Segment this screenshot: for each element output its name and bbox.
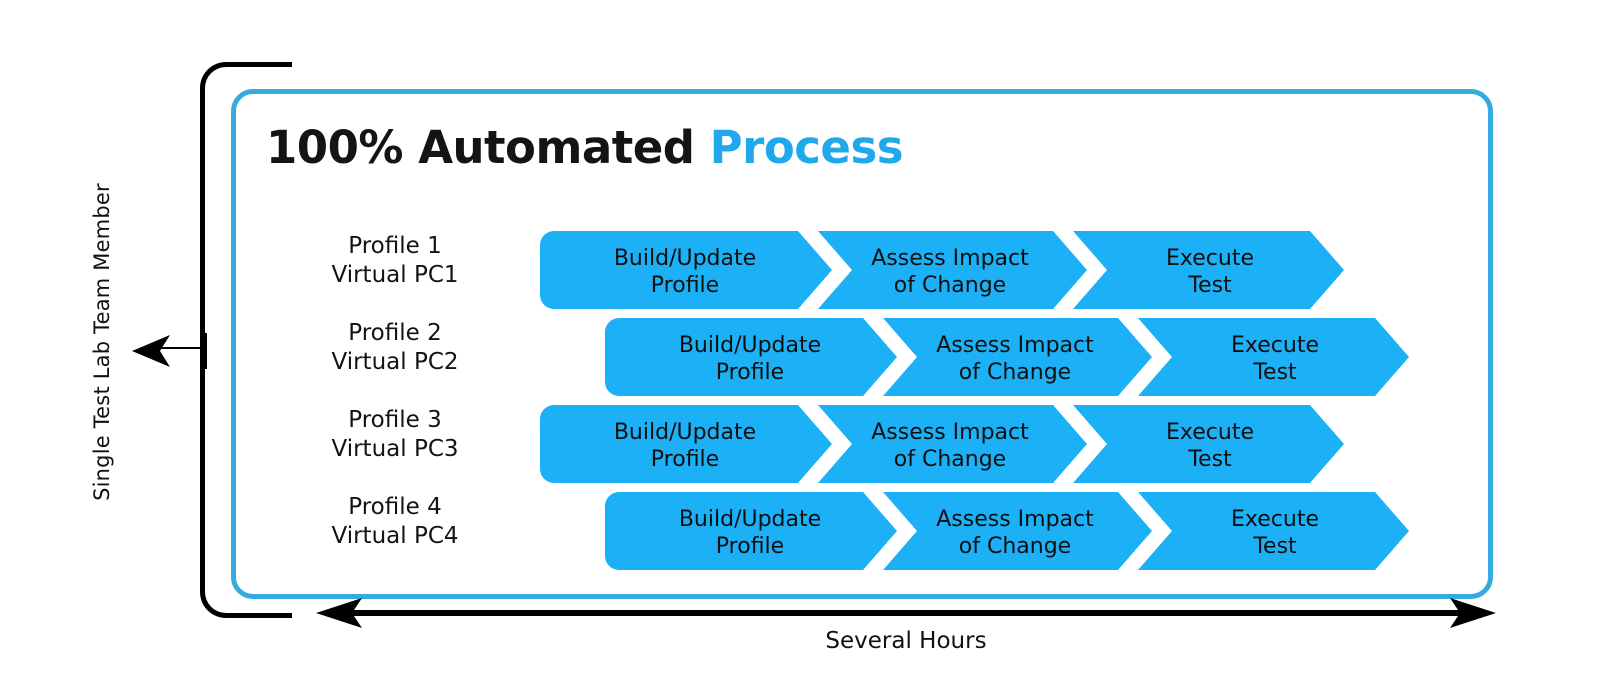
row-label-1-line1: Profile 1 <box>348 233 442 259</box>
chevron-r1-s3 <box>1073 231 1344 309</box>
flow-row-3: Build/Update Profile Assess Impact of Ch… <box>540 405 1350 483</box>
vertical-axis-label: Single Test Lab Team Member <box>90 183 114 501</box>
chevron-r3-s3 <box>1073 405 1344 483</box>
page-title: 100% Automated Process <box>266 121 904 174</box>
chevron-r3-s2 <box>818 405 1087 483</box>
chevron-r4-s3 <box>1138 492 1409 570</box>
row-label-4-line2: Virtual PC4 <box>331 523 459 549</box>
chevron-r1-s1 <box>540 231 832 309</box>
chevron-r3-s1 <box>540 405 832 483</box>
flow-row-1: Build/Update Profile Assess Impact of Ch… <box>540 231 1350 309</box>
row-label-4: Profile 4 Virtual PC4 <box>275 493 515 551</box>
row-label-1-line2: Virtual PC1 <box>331 262 459 288</box>
team-member-arrow <box>130 333 208 369</box>
row-label-3-line1: Profile 3 <box>348 407 442 433</box>
chevron-r2-s1 <box>605 318 897 396</box>
row-label-2-line2: Virtual PC2 <box>331 349 459 375</box>
row-label-1: Profile 1 Virtual PC1 <box>275 232 515 290</box>
horizontal-axis-label: Several Hours <box>825 628 987 654</box>
chevron-r4-s2 <box>883 492 1152 570</box>
row-label-2-line1: Profile 2 <box>348 320 442 346</box>
flow-row-4: Build/Update Profile Assess Impact of Ch… <box>605 492 1415 570</box>
title-main: 100% Automated <box>266 121 710 174</box>
row-label-2: Profile 2 Virtual PC2 <box>275 319 515 377</box>
chevron-r4-s1 <box>605 492 897 570</box>
row-label-3: Profile 3 Virtual PC3 <box>275 406 515 464</box>
title-accent: Process <box>709 121 904 174</box>
chevron-r2-s2 <box>883 318 1152 396</box>
chevron-r2-s3 <box>1138 318 1409 396</box>
row-label-3-line2: Virtual PC3 <box>331 436 459 462</box>
flow-row-2: Build/Update Profile Assess Impact of Ch… <box>605 318 1415 396</box>
duration-arrow <box>316 598 1496 628</box>
chevron-r1-s2 <box>818 231 1087 309</box>
row-label-4-line1: Profile 4 <box>348 494 442 520</box>
